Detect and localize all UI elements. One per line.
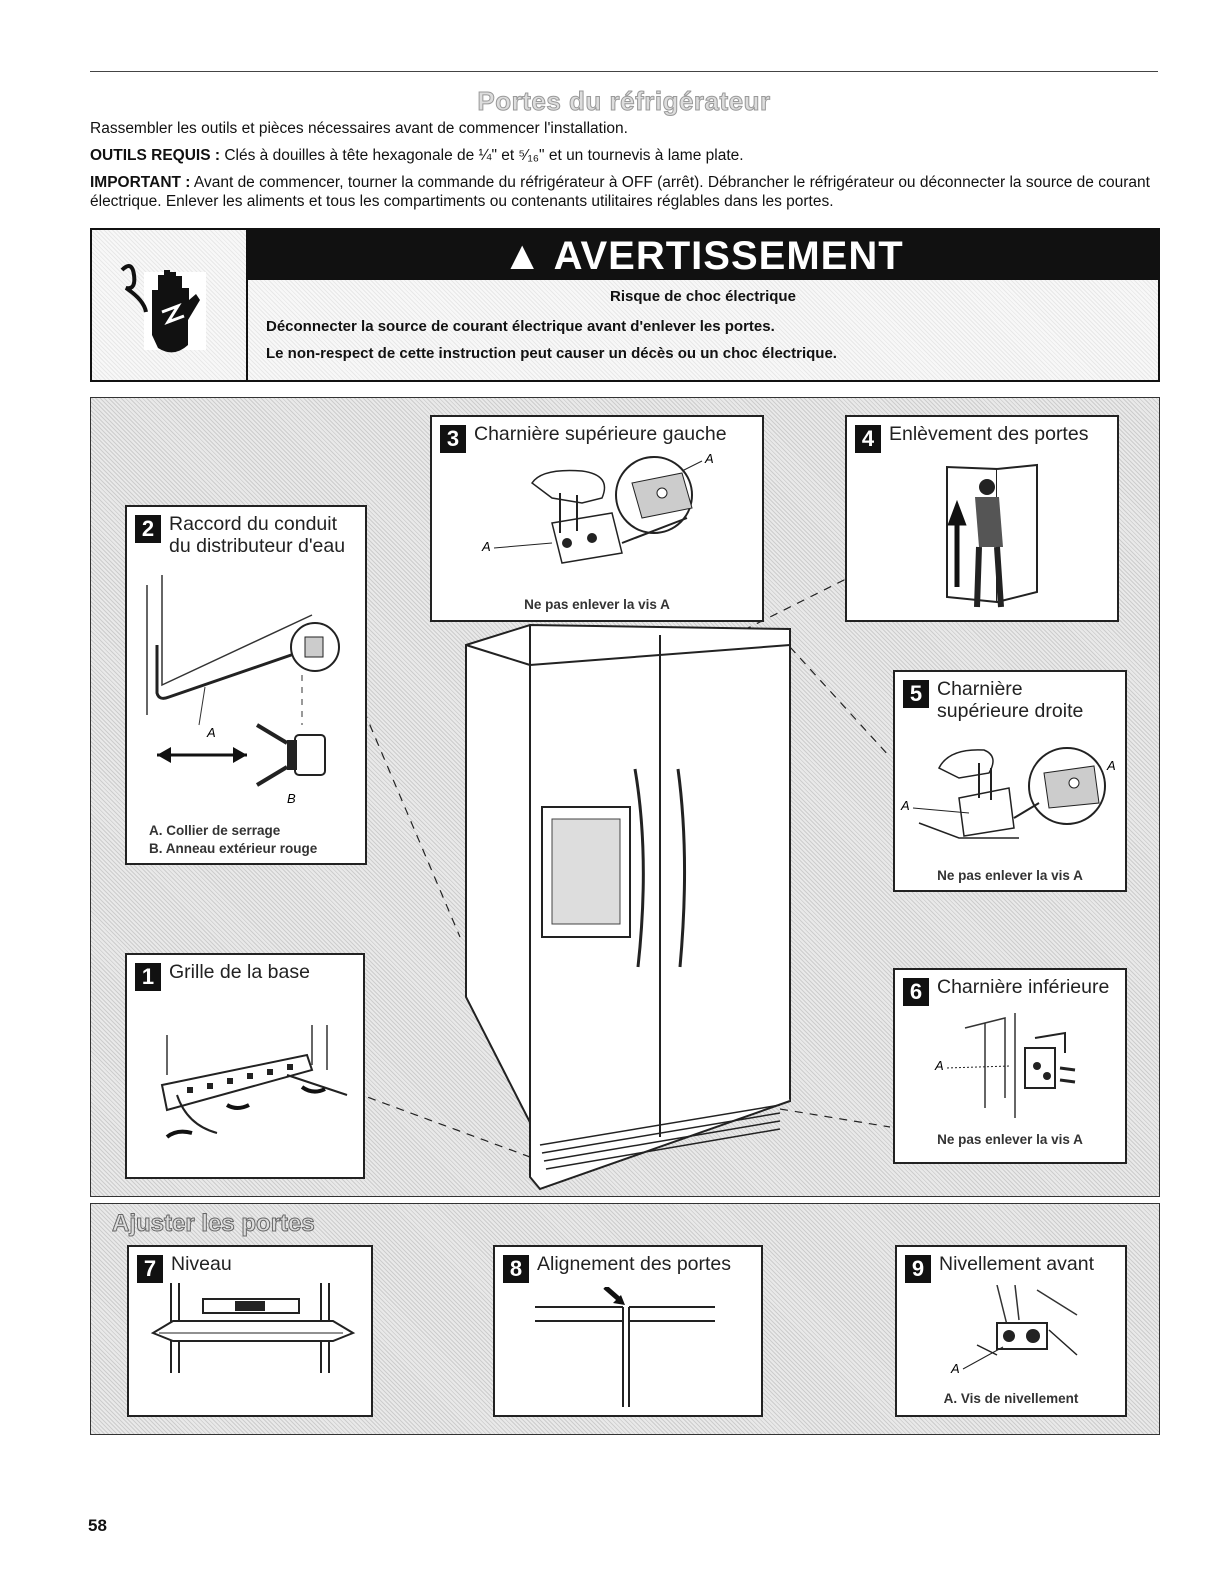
front-leveling-diagram: A xyxy=(950,1285,1078,1376)
step-2-legend-b: B. Anneau extérieur rouge xyxy=(149,841,318,856)
step-5-label-a: A xyxy=(1106,758,1116,773)
warning-icon-box xyxy=(92,230,248,380)
step-2-box: 2 Raccord du conduit du distributeur d'e… xyxy=(125,505,367,865)
intro-text: Rassembler les outils et pièces nécessai… xyxy=(90,120,628,137)
step-6-caption: Ne pas enlever la vis A xyxy=(937,1132,1083,1147)
important-text: Avant de commencer, tourner la commande … xyxy=(90,174,1150,210)
refrigerator-illustration xyxy=(339,576,891,1191)
step-5-label-a2: A xyxy=(900,798,910,813)
step-9-caption: A. Vis de nivellement xyxy=(943,1391,1079,1406)
step-7-number: 7 xyxy=(137,1255,163,1283)
water-line-diagram: A B xyxy=(146,575,340,805)
step-4-number: 4 xyxy=(855,425,881,453)
bottom-hinge-diagram: A xyxy=(934,1013,1076,1118)
electric-shock-hand-icon xyxy=(120,264,206,353)
step-9-title: Nivellement avant xyxy=(939,1253,1094,1275)
page-title: Portes du réfrigérateur xyxy=(477,86,771,117)
step-2-number: 2 xyxy=(135,515,161,543)
top-rule xyxy=(90,71,1158,72)
step-3-title: Charnière supérieure gauche xyxy=(474,423,727,445)
step-5-caption: Ne pas enlever la vis A xyxy=(937,868,1083,883)
step-3-label-a: A xyxy=(704,453,714,466)
step-9-label-a: A xyxy=(950,1361,960,1376)
step-3-number: 3 xyxy=(440,425,466,453)
step-3-caption: Ne pas enlever la vis A xyxy=(524,597,670,612)
important-label: IMPORTANT : xyxy=(90,174,191,191)
door-removal-diagram xyxy=(946,463,1038,608)
step-3-box: 3 Charnière supérieure gauche A A Ne pas… xyxy=(430,415,764,622)
step-8-title: Alignement des portes xyxy=(537,1253,732,1275)
top-right-hinge-diagram: A A xyxy=(900,747,1116,839)
step-6-box: 6 Charnière inférieure A Ne pas enlever … xyxy=(893,968,1127,1164)
step-8-box: 8 Alignement des portes xyxy=(493,1245,763,1417)
base-grille-diagram xyxy=(160,1025,348,1139)
step-5-box: 5 Charnière supérieure droite A A Ne pas… xyxy=(893,670,1127,892)
step-2-legend-a: A. Collier de serrage xyxy=(149,823,281,838)
step-5-title: Charnière supérieure droite xyxy=(937,678,1084,722)
step-7-title: Niveau xyxy=(171,1253,232,1275)
step-6-title: Charnière inférieure xyxy=(937,976,1110,998)
step-2-label-a: A xyxy=(206,725,216,740)
step-9-box: 9 Nivellement avant A A. Vis de nivellem… xyxy=(895,1245,1127,1417)
step-9-number: 9 xyxy=(905,1255,931,1283)
page-number: 58 xyxy=(88,1516,107,1535)
tools-paragraph: OUTILS REQUIS : Clés à douilles à tête h… xyxy=(90,146,1160,165)
step-2-title: Raccord du conduit du distributeur d'eau xyxy=(169,513,346,557)
door-alignment-diagram xyxy=(535,1287,715,1407)
step-1-box: 1 Grille de la base xyxy=(125,953,365,1179)
step-8-number: 8 xyxy=(503,1255,529,1283)
warning-line-2: Le non-respect de cette instruction peut… xyxy=(266,345,837,362)
step-6-number: 6 xyxy=(903,978,929,1006)
adjust-doors-title: Ajuster les portes xyxy=(112,1210,316,1238)
warning-subheading: Risque de choc électrique xyxy=(610,288,796,305)
warning-heading: ▲ AVERTISSEMENT xyxy=(248,230,1158,280)
warning-box: ▲ AVERTISSEMENT Risque de choc électriqu… xyxy=(90,228,1160,382)
level-diagram xyxy=(150,1283,356,1373)
step-5-number: 5 xyxy=(903,680,929,708)
step-7-box: 7 Niveau xyxy=(127,1245,373,1417)
step-2-label-b: B xyxy=(287,791,296,805)
warning-line-1: Déconnecter la source de courant électri… xyxy=(266,318,775,335)
important-paragraph: IMPORTANT : Avant de commencer, tourner … xyxy=(90,173,1160,211)
tools-label: OUTILS REQUIS : xyxy=(90,147,221,164)
top-left-hinge-diagram: A A xyxy=(481,453,714,564)
step-4-title: Enlèvement des portes xyxy=(889,423,1089,445)
step-1-number: 1 xyxy=(135,963,161,991)
step-1-title: Grille de la base xyxy=(169,961,310,983)
warning-heading-text: AVERTISSEMENT xyxy=(553,234,904,278)
tools-text: Clés à douilles à tête hexagonale de ¼" … xyxy=(220,147,744,164)
step-4-box: 4 Enlèvement des portes xyxy=(845,415,1119,622)
step-6-label-a: A xyxy=(934,1058,944,1073)
step-3-label-a2: A xyxy=(481,539,491,554)
